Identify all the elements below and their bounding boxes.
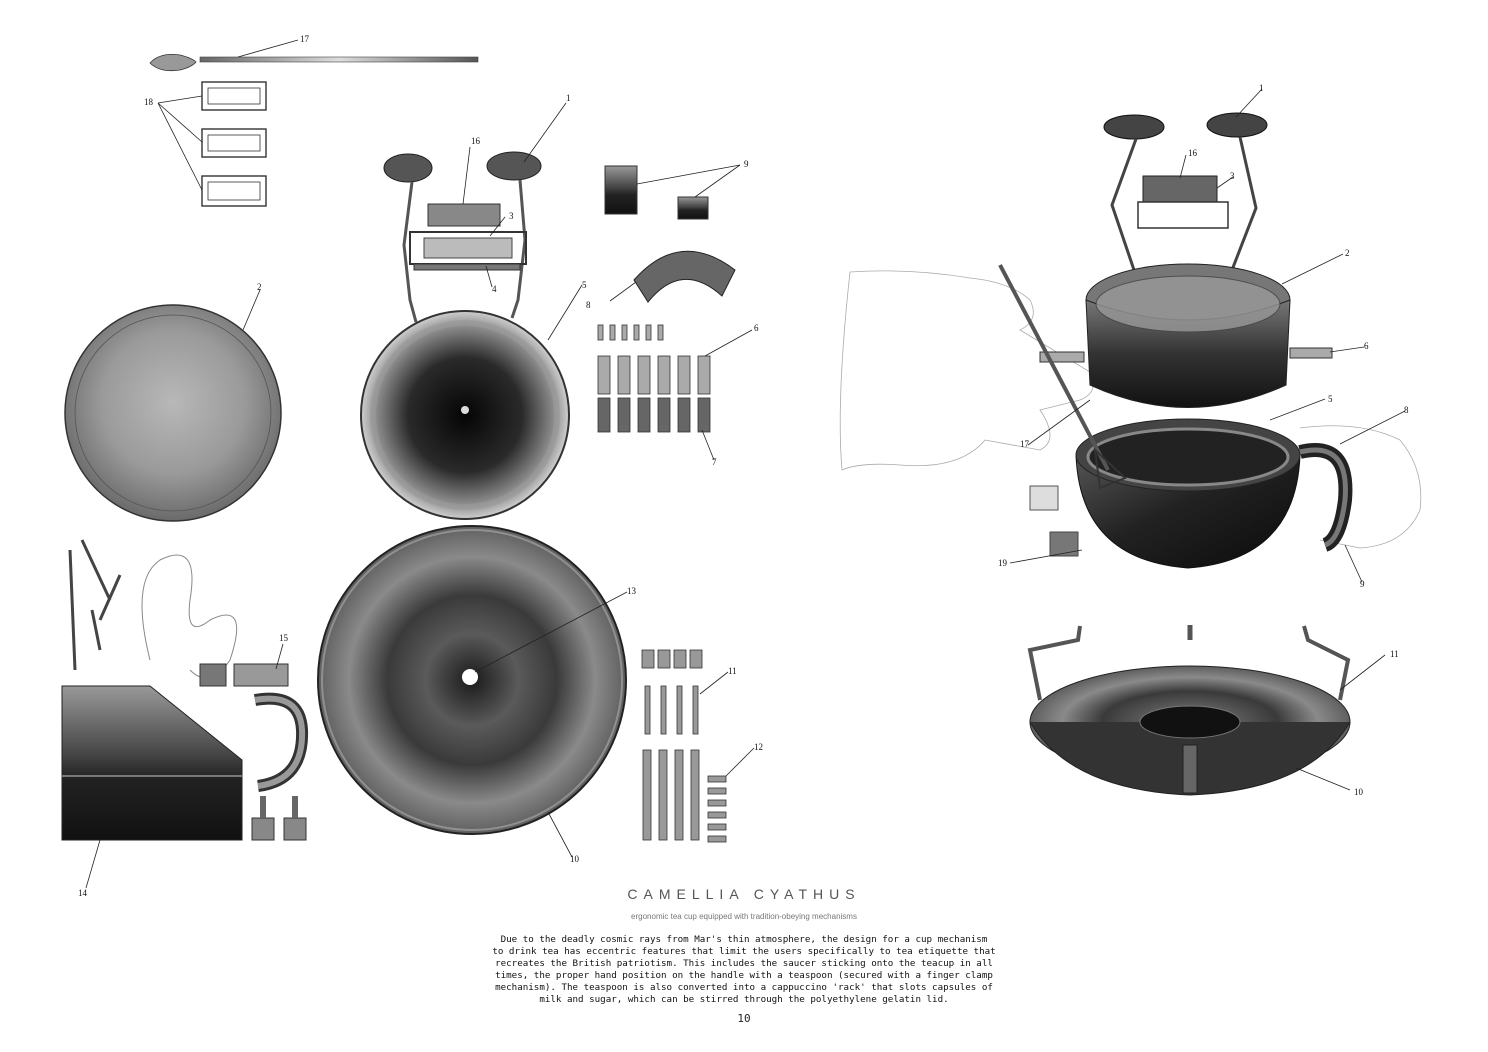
callout-left-2: 1 — [566, 93, 571, 103]
callout-left-8: 6 — [754, 323, 759, 333]
callout-left-4: 3 — [509, 211, 514, 221]
lid-paddles — [383, 151, 542, 323]
finger-clips — [604, 165, 709, 220]
page-title: CAMELLIA CYATHUS — [627, 886, 861, 902]
callout-right-6: 8 — [1404, 405, 1409, 415]
callout-left-0: 17 — [300, 34, 310, 44]
leader-lines — [85, 39, 1406, 889]
gelatin-lid — [64, 304, 282, 522]
callout-left-14: 11 — [728, 666, 737, 676]
assembled-top-ring — [1039, 263, 1333, 408]
description-line: mechanism). The teaspoon is also convert… — [495, 982, 993, 993]
callout-right-5: 5 — [1328, 394, 1333, 404]
callout-left-16: 10 — [570, 854, 580, 864]
description-line: recreates the British patriotism. This i… — [495, 958, 993, 969]
callout-right-4: 6 — [1364, 341, 1369, 351]
cup-side-section — [61, 539, 243, 841]
callout-right-8: 19 — [998, 558, 1008, 568]
callout-left-9: 7 — [712, 457, 717, 467]
assembled-teaspoon — [998, 264, 1127, 490]
callout-right-10: 11 — [1390, 649, 1399, 659]
page-subtitle: ergonomic tea cup equipped with traditio… — [631, 912, 857, 921]
cup-handle-parts — [199, 663, 309, 841]
assembled-cup — [1029, 418, 1353, 569]
callout-right-1: 16 — [1188, 148, 1198, 158]
callout-right-0: 1 — [1259, 83, 1264, 93]
callout-left-17: 14 — [78, 888, 88, 898]
callout-labels: 17 18 1 16 3 4 9 8 6 7 2 5 13 15 11 12 10 14 1 16 3 2 6 5 8 17 19 9… — [78, 34, 1409, 898]
callout-left-7: 8 — [586, 300, 591, 310]
description-text: Due to the deadly cosmic rays from Mar's… — [474, 934, 1014, 1006]
callout-left-3: 16 — [471, 136, 481, 146]
description-line: to drink tea has eccentric features that… — [492, 946, 996, 957]
pegs-and-brackets — [597, 324, 711, 433]
lid-frame — [409, 203, 527, 271]
callout-left-6: 9 — [744, 159, 749, 169]
page-number: 10 — [737, 1012, 751, 1025]
saucer-top-view — [317, 525, 627, 835]
callout-right-9: 9 — [1360, 579, 1365, 589]
handle-clamp — [633, 250, 736, 303]
callout-right-11: 10 — [1354, 787, 1364, 797]
hand-outline — [839, 270, 1422, 549]
capsule-frames — [201, 81, 267, 207]
saucer-legs — [641, 649, 727, 843]
cup-top-view — [360, 310, 570, 520]
callout-right-7: 17 — [1020, 439, 1030, 449]
callout-left-12: 13 — [627, 586, 637, 596]
callout-right-3: 2 — [1345, 248, 1350, 258]
callout-left-5: 4 — [492, 284, 497, 294]
callout-left-1: 18 — [144, 97, 154, 107]
callout-right-2: 3 — [1230, 171, 1235, 181]
callout-left-11: 5 — [582, 280, 587, 290]
description-line: times, the proper hand position on the h… — [495, 970, 993, 981]
callout-left-10: 2 — [257, 282, 262, 292]
assembled-saucer — [1027, 625, 1351, 796]
description-line: milk and sugar, which can be stirred thr… — [539, 994, 949, 1005]
callout-left-15: 12 — [754, 742, 763, 752]
callout-left-13: 15 — [279, 633, 289, 643]
assembled-lid — [1103, 112, 1268, 271]
teaspoon-part — [149, 53, 479, 72]
description-line: Due to the deadly cosmic rays from Mar's… — [500, 934, 988, 945]
